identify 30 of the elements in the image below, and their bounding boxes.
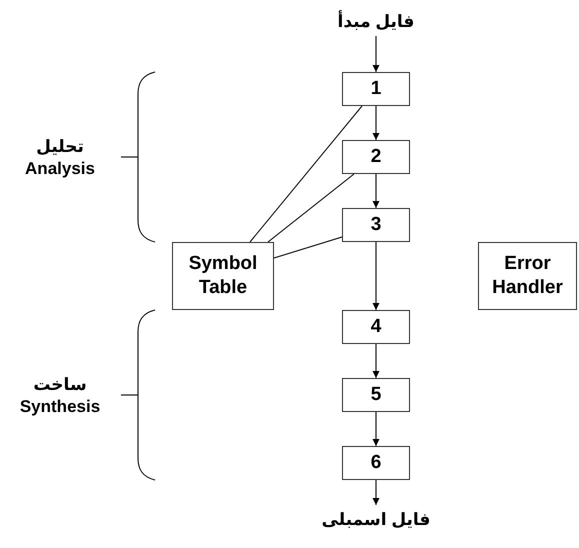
process-box xyxy=(478,242,577,310)
arrow xyxy=(372,412,380,446)
arrow xyxy=(372,106,380,140)
process-box xyxy=(342,72,410,106)
phase-label: ساخت Synthesis xyxy=(18,374,102,418)
connector-line xyxy=(250,106,362,242)
box-label: 6 xyxy=(370,451,382,475)
box-label: 2 xyxy=(370,145,382,169)
flow-label: فايل اسمبلی xyxy=(322,509,430,531)
arrow xyxy=(372,174,380,208)
process-box xyxy=(342,140,410,174)
arrow xyxy=(372,480,380,506)
process-box xyxy=(342,208,410,242)
connector-line xyxy=(268,174,354,242)
box-label: 3 xyxy=(370,213,382,237)
arrow xyxy=(372,36,380,72)
process-box xyxy=(342,378,410,412)
process-box xyxy=(172,242,274,310)
arrow xyxy=(372,242,380,310)
box-label: Error Handler xyxy=(491,252,564,300)
box-label: 1 xyxy=(370,77,382,101)
arrow xyxy=(372,344,380,378)
flow-label: فايل مبدأ xyxy=(338,10,414,33)
process-box xyxy=(342,446,410,480)
box-label: Symbol Table xyxy=(188,252,258,300)
connector-line xyxy=(274,236,342,258)
box-label: 5 xyxy=(370,383,382,407)
box-label: 4 xyxy=(370,315,382,339)
process-box xyxy=(342,310,410,344)
phase-label: تحليل Analysis xyxy=(24,136,96,180)
